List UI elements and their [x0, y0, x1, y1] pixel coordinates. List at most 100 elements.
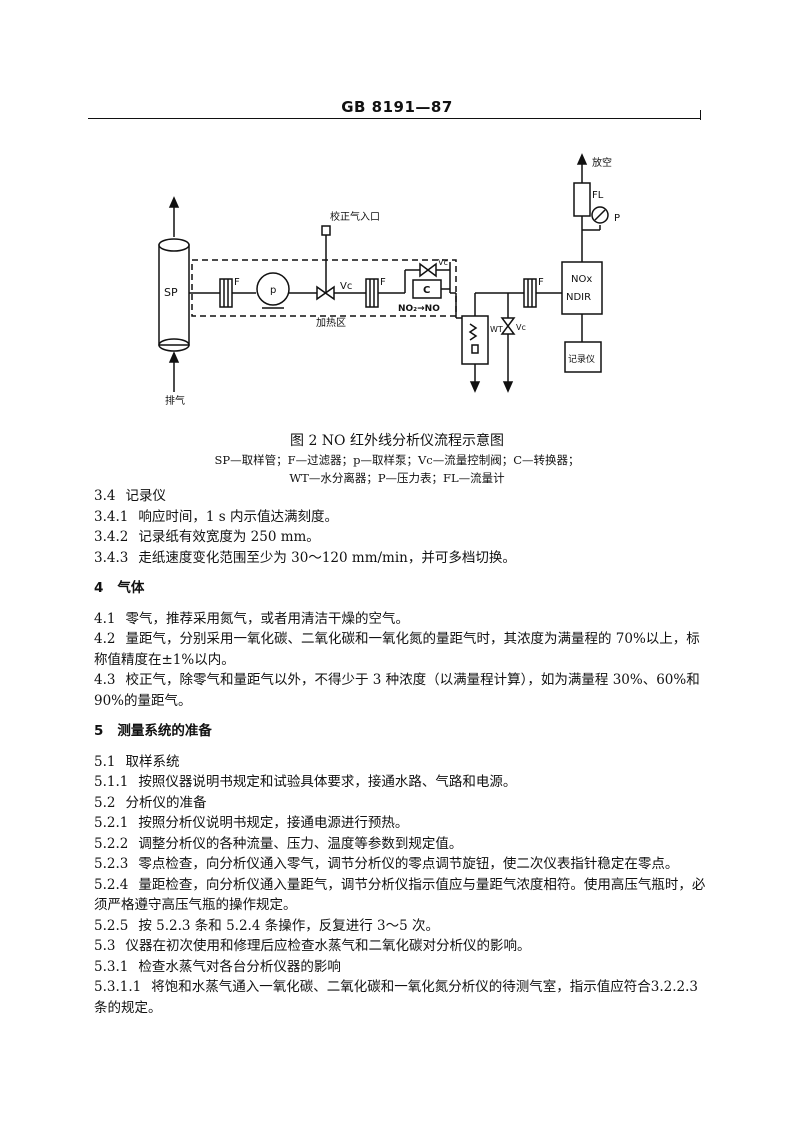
recorder-box [564, 341, 602, 373]
heating-zone-label: 加热区 [316, 316, 346, 329]
clause-paragraph: 5.1.1 按照仪器说明书规定和试验具体要求，接通水路、气路和电源。 [94, 772, 710, 793]
clause-text: 将饱和水蒸气通入一氧化碳、二氧化碳和一氧化氮分析仪的待测气室，指示值应符合3.2… [94, 979, 698, 1016]
nox-analyzer [561, 261, 603, 315]
paragraph-gap [94, 711, 710, 721]
figure-title: 图 2 NO 红外线分析仪流程示意图 [290, 433, 504, 449]
analyzer-ndir-label: NDIR [566, 292, 591, 303]
flow-valve-2 [419, 262, 437, 278]
clause-number: 5 [94, 723, 104, 739]
filter-3-label: F [538, 277, 544, 288]
pump-label: p [270, 285, 276, 296]
clause-number: 3.4.2 [94, 529, 129, 545]
clause-text: 按照仪器说明书规定和试验具体要求，接通水路、气路和电源。 [138, 774, 517, 790]
filter-1 [219, 278, 233, 308]
clause-number: 5.2.5 [94, 917, 129, 934]
valve-3-label: Vc [516, 323, 526, 332]
filter-1-label: F [234, 277, 240, 288]
clause-text: 校正气，除零气和量距气以外，不得少于 3 种浓度（以满量程计算），如为满量程 3… [94, 672, 700, 709]
clause-number: 5.2.3 [94, 856, 129, 872]
paragraph-gap [94, 568, 710, 578]
clause-number: 5.2.1 [94, 815, 129, 831]
clause-text: 按照分析仪说明书规定，接通电源进行预热。 [138, 815, 409, 831]
clause-number: 4.1 [94, 610, 116, 627]
clause-number: 4.3 [94, 672, 116, 688]
water-separator-label: WT [490, 325, 503, 334]
flow-valve-3 [500, 317, 516, 335]
sample-pipe-bottom [158, 338, 190, 352]
header-tick [700, 110, 701, 120]
clause-number: 5.2.2 [94, 835, 129, 852]
clause-paragraph: 4.1 零气，推荐采用氮气，或者用清洁干燥的空气。 [94, 609, 710, 630]
clause-text: 零气，推荐采用氮气，或者用清洁干燥的空气。 [125, 610, 409, 627]
cal-inlet-port [321, 225, 331, 236]
figure-legend-line-1: SP—取样管；F—过滤器；p—取样泵；Vc—流量控制阀；C—转换器； [214, 453, 580, 467]
flow-meter-label: FL [592, 190, 604, 201]
section-heading: 5 测量系统的准备 [94, 721, 710, 742]
flow-meter [573, 182, 591, 217]
pressure-gauge [591, 206, 609, 224]
clause-text: 量距检查，向分析仪通入量距气，调节分析仪指示值应与量距气浓度相符。使用高压气瓶时… [94, 876, 706, 914]
converter-reaction-label: NO₂→NO [398, 304, 440, 314]
clause-text: 按 5.2.3 条和 5.2.4 条操作，反复进行 3～5 次。 [138, 917, 439, 934]
clause-text: 记录纸有效宽度为 250 mm。 [138, 529, 320, 545]
sp-label: SP [164, 286, 178, 299]
clause-paragraph: 5.2.1 按照分析仪说明书规定，接通电源进行预热。 [94, 813, 710, 834]
paragraph-gap [94, 742, 710, 752]
exhaust-label: 排气 [165, 394, 185, 407]
clause-text: 气体 [117, 580, 145, 596]
vent-label: 放空 [592, 156, 612, 169]
clause-number: 3.4 [94, 488, 116, 504]
filter-3 [523, 278, 537, 308]
clause-text: 分析仪的准备 [125, 794, 207, 811]
analyzer-nox-label: NOx [571, 274, 592, 285]
clause-paragraph: 3.4 记录仪 [94, 486, 710, 507]
cal-inlet-label: 校正气入口 [330, 210, 380, 223]
clause-number: 4.2 [94, 631, 116, 647]
document-header: GB 8191—87 [341, 98, 453, 116]
clause-text: 检查水蒸气对各台分析仪器的影响 [138, 958, 341, 975]
valve-2-label: Vc [438, 258, 448, 267]
clause-paragraph: 3.4.1 响应时间，1 s 内示值达满刻度。 [94, 507, 710, 528]
paragraph-gap [94, 599, 710, 609]
clause-number: 4 [94, 580, 104, 596]
clause-text: 测量系统的准备 [117, 723, 212, 739]
sample-pipe-top [158, 238, 190, 252]
clause-number: 5.1.1 [94, 774, 129, 790]
flow-valve-1 [316, 285, 335, 301]
clause-paragraph: 5.3.1 检查水蒸气对各台分析仪器的影响 [94, 957, 710, 978]
clause-number: 5.3.1.1 [94, 979, 142, 995]
valve-1-label: Vc [340, 281, 352, 292]
clause-number: 5.3 [94, 938, 116, 954]
clause-paragraph: 3.4.3 走纸速度变化范围至少为 30～120 mm/min，并可多档切换。 [94, 548, 710, 569]
figure-legend-line-2: WT—水分离器；P—压力表；FL—流量计 [289, 471, 505, 485]
sample-pump [256, 272, 290, 306]
filter-2 [365, 278, 379, 308]
clause-number: 3.4.1 [94, 508, 129, 525]
flow-diagram: 校正气入口 放空 排气 加热区 SP F F F p Vc Vc Vc C NO… [158, 153, 620, 407]
heating-zone [191, 259, 457, 317]
clause-text: 响应时间，1 s 内示值达满刻度。 [138, 508, 338, 525]
clause-text: 记录仪 [125, 488, 166, 504]
document-body: 3.4 记录仪 3.4.1 响应时间，1 s 内示值达满刻度。 3.4.2 记录纸有效宽度… [94, 486, 710, 1018]
pressure-gauge-label: P [614, 213, 620, 224]
clause-paragraph: 3.4.2 记录纸有效宽度为 250 mm。 [94, 527, 710, 548]
header-rule [88, 118, 700, 119]
clause-text: 零点检查，向分析仪通入零气，调节分析仪的零点调节旋钮，使二次仪表指针稳定在零点。 [138, 856, 679, 872]
clause-number: 5.2.4 [94, 876, 129, 893]
clause-text: 量距气，分别采用一氧化碳、二氧化碳和一氧化氮的量距气时，其浓度为满量程的 70%… [94, 631, 700, 668]
clause-number: 5.3.1 [94, 958, 129, 975]
clause-number: 3.4.3 [94, 549, 129, 566]
clause-text: 取样系统 [125, 753, 180, 770]
clause-text: 走纸速度变化范围至少为 30～120 mm/min，并可多档切换。 [138, 549, 516, 566]
recorder-label: 记录仪 [568, 354, 595, 365]
filter-2-label: F [380, 277, 386, 288]
clause-paragraph: 5.2.3 零点检查，向分析仪通入零气，调节分析仪的零点调节旋钮，使二次仪表指针稳… [94, 854, 710, 875]
